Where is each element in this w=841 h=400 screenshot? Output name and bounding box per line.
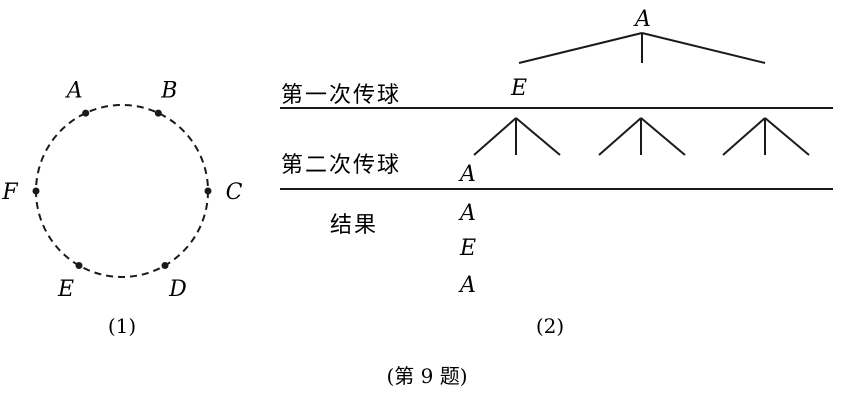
fan-right bbox=[722, 117, 810, 156]
result-label-2: E bbox=[459, 236, 476, 261]
result-label-3: A bbox=[458, 273, 476, 298]
point-b-label: B bbox=[160, 79, 177, 104]
row-label-result: 结果 bbox=[330, 213, 378, 238]
point-a-label: A bbox=[65, 79, 83, 104]
point-b-dot bbox=[154, 109, 162, 117]
caption-figure-2: (2) bbox=[536, 314, 564, 338]
point-e-label: E bbox=[57, 277, 74, 302]
fan-under-e bbox=[473, 117, 561, 156]
circle-points: A B C D E F bbox=[1, 79, 242, 303]
root-branch-right bbox=[641, 32, 766, 64]
caption-figure-1: (1) bbox=[108, 314, 136, 338]
caption-problem: (第 9 题) bbox=[386, 364, 467, 388]
point-f-dot bbox=[32, 187, 40, 195]
result-label-1: A bbox=[458, 201, 476, 226]
row-label-first-pass: 第一次传球 bbox=[281, 83, 401, 108]
second-pass-node-label: A bbox=[458, 162, 476, 187]
tree-root-label: A bbox=[633, 7, 651, 32]
point-a-dot bbox=[82, 109, 90, 117]
root-branch-left bbox=[518, 32, 643, 64]
point-c-label: C bbox=[226, 180, 243, 205]
point-c-dot bbox=[204, 187, 212, 195]
point-d-label: D bbox=[168, 277, 187, 302]
dashed-circle bbox=[35, 104, 209, 278]
point-d-dot bbox=[161, 262, 169, 269]
first-pass-node-label: E bbox=[510, 76, 527, 101]
fan-middle bbox=[598, 117, 686, 156]
point-e-dot bbox=[75, 262, 83, 269]
tree-figure: A 第一次传球 第二次传球 结果 E A A E bbox=[280, 7, 833, 298]
circle-figure: A B C D E F bbox=[1, 79, 242, 303]
point-f-label: F bbox=[1, 180, 18, 205]
row-label-second-pass: 第二次传球 bbox=[281, 153, 401, 178]
